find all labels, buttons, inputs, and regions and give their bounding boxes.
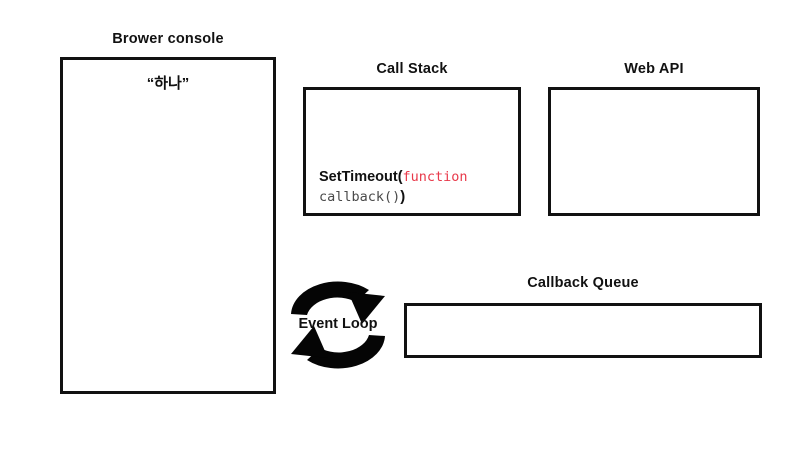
call-stack-frame-keyword: function bbox=[402, 168, 468, 185]
browser-console-title: Brower console bbox=[112, 31, 224, 47]
browser-console-log-line: “하나” bbox=[146, 75, 190, 92]
event-loop-graphic: Event Loop bbox=[286, 266, 390, 384]
call-stack-frame-argument: callback() bbox=[319, 188, 401, 205]
callback-queue-box bbox=[404, 303, 762, 358]
web-api-title: Web API bbox=[624, 61, 684, 77]
call-stack-box: SetTimeout(function callback()) bbox=[303, 87, 521, 216]
call-stack-frame-close-paren: ) bbox=[400, 187, 406, 205]
callback-queue-title: Callback Queue bbox=[527, 275, 639, 291]
web-api-box bbox=[548, 87, 760, 216]
loop-arrow-clockwise-bottom-icon bbox=[291, 326, 385, 369]
event-loop-label: Event Loop bbox=[298, 316, 378, 332]
browser-console-box: “하나” bbox=[60, 57, 276, 394]
call-stack-frame: SetTimeout(function callback()) bbox=[319, 168, 512, 207]
loop-arrow-clockwise-top-icon bbox=[291, 281, 385, 324]
event-loop-arrows-icon bbox=[291, 281, 385, 369]
call-stack-title: Call Stack bbox=[376, 61, 448, 77]
call-stack-frame-function-name: SetTimeout( bbox=[319, 168, 403, 185]
